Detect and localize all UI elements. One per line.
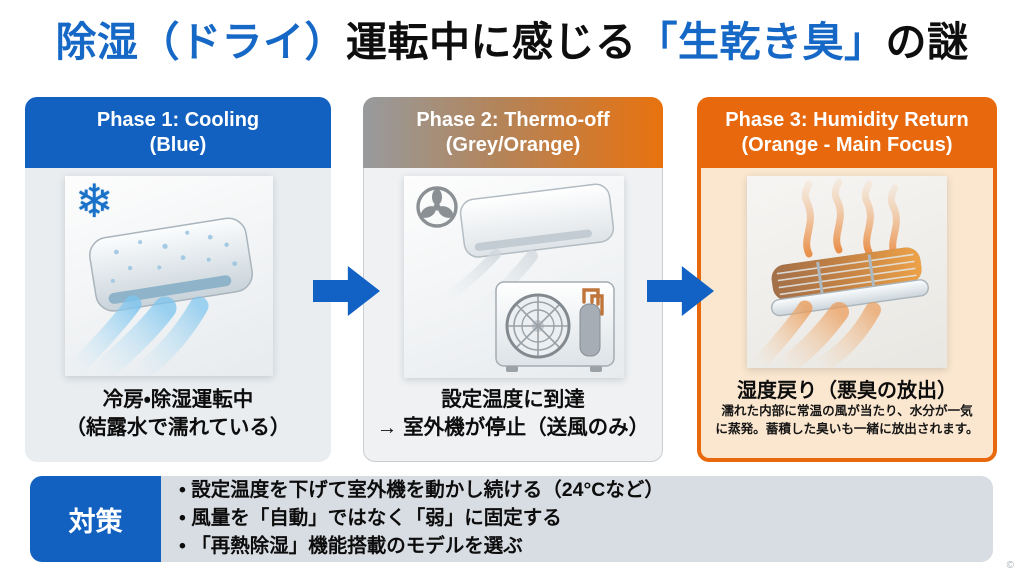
snowflake-icon: ❄ xyxy=(75,176,114,227)
steam-icon xyxy=(801,178,900,260)
page-title: 除湿（ドライ）運転中に感じる「生乾き臭」の謎 xyxy=(0,16,1024,69)
phase-1-caption-line2: （結露水で濡れている） xyxy=(65,416,291,440)
countermeasures-content: 設定温度を下げて室外機を動かし続ける（24°Cなど） 風量を「自動」ではなく「弱… xyxy=(161,476,993,562)
fan-icon xyxy=(416,186,458,228)
phase-2-card: Phase 2: Thermo-off (Grey/Orange) xyxy=(363,97,663,462)
phase-3-caption-title: 湿度戻り（悪臭の放出） xyxy=(737,380,957,402)
phase-3-body: 湿度戻り（悪臭の放出） 濡れた内部に常温の風が当たり、水分が一気 に蒸発。蓄積し… xyxy=(697,168,997,462)
title-segment-dry-mode: 除湿（ドライ） xyxy=(55,19,346,65)
phase-3-caption-description: 濡れた内部に常温の風が当たり、水分が一気 に蒸発。蓄積した臭いも一緒に放出されま… xyxy=(709,402,985,439)
phase-2-illustration xyxy=(404,176,624,378)
phase-1-header: Phase 1: Cooling (Blue) xyxy=(25,97,331,168)
phase-1-header-line2: (Blue) xyxy=(149,133,207,156)
phase-1-body: ❄ xyxy=(25,168,331,462)
phase-2-header-line2: (Grey/Orange) xyxy=(445,133,581,156)
phase-3-card: Phase 3: Humidity Return (Orange - Main … xyxy=(697,97,997,462)
phase-3-header-line1: Phase 3: Humidity Return xyxy=(725,108,969,131)
phase-3-header-line2: (Orange - Main Focus) xyxy=(741,133,953,156)
countermeasures-label: 対策 xyxy=(30,476,161,562)
copyright-watermark: © xyxy=(1006,560,1014,571)
phase-2-body: 設定温度に到達 → 室外機が停止（送風のみ） xyxy=(363,168,663,462)
phase-3-caption-desc-line1: 濡れた内部に常温の風が当たり、水分が一気 xyxy=(721,404,973,418)
countermeasure-item: 「再熱除湿」機能搭載のモデルを選ぶ xyxy=(179,533,664,561)
indoor-and-outdoor-unit-illustration xyxy=(439,183,615,372)
phase-1-header-line1: Phase 1: Cooling xyxy=(96,108,260,131)
countermeasure-item: 設定温度を下げて室外機を動かし続ける（24°Cなど） xyxy=(179,477,664,505)
phase-2-header: Phase 2: Thermo-off (Grey/Orange) xyxy=(363,97,663,168)
phase-1-illustration: ❄ xyxy=(65,176,273,376)
phase-2-caption: 設定温度に到達 → 室外機が停止（送風のみ） xyxy=(364,386,662,443)
steaming-ac-unit-illustration xyxy=(751,178,929,368)
phase-2-caption-line1: 設定温度に到達 xyxy=(441,388,585,411)
title-segment-during-operation: 運転中に感じる xyxy=(346,19,637,65)
phase-2-header-line1: Phase 2: Thermo-off xyxy=(416,108,610,131)
phase-3-illustration xyxy=(747,176,947,368)
phase-3-header: Phase 3: Humidity Return (Orange - Main … xyxy=(697,97,997,168)
countermeasure-item: 風量を「自動」ではなく「弱」に固定する xyxy=(179,505,664,533)
title-segment-damp-smell: 「生乾き臭」 xyxy=(636,19,886,65)
phase-2-caption-line2: → 室外機が停止（送風のみ） xyxy=(376,416,650,440)
phase-3-caption-desc-line2: に蒸発。蓄積した臭いも一緒に放出されます。 xyxy=(715,422,979,437)
countermeasures-list: 設定温度を下げて室外機を動かし続ける（24°Cなど） 風量を「自動」ではなく「弱… xyxy=(179,477,664,560)
countermeasures-bar: 対策 設定温度を下げて室外機を動かし続ける（24°Cなど） 風量を「自動」ではな… xyxy=(30,476,993,562)
title-segment-mystery: の謎 xyxy=(885,19,969,65)
phase-1-card: Phase 1: Cooling (Blue) ❄ xyxy=(25,97,331,462)
wet-indoor-ac-unit-illustration xyxy=(66,217,253,376)
phase-1-caption-line1: 冷房・除湿運転中 xyxy=(102,388,254,411)
phase-1-caption: 冷房・除湿運転中 （結露水で濡れている） xyxy=(25,386,331,443)
